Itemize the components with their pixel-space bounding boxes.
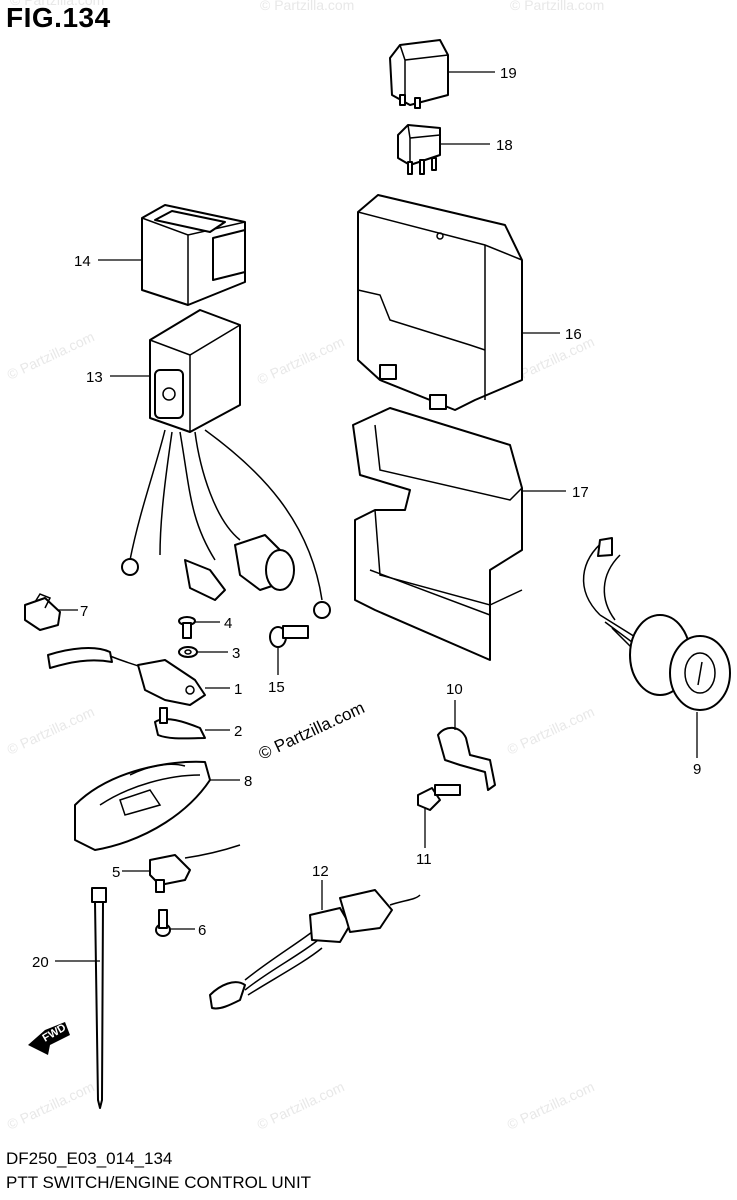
callout-13: 13 [86, 369, 103, 386]
callout-19: 19 [500, 65, 517, 82]
watermark-layer: © Partzilla.com © Partzilla.com © Partzi… [5, 0, 605, 1133]
part-14-cover [141, 204, 246, 306]
part-5-switch [149, 844, 241, 893]
callout-1: 1 [234, 681, 242, 698]
callout-14: 14 [74, 253, 91, 270]
diagram-code: DF250_E03_014_134 [6, 1149, 173, 1168]
callout-18: 18 [496, 137, 513, 154]
watermark: © Partzilla.com [5, 1078, 97, 1132]
part-18-relay [397, 124, 441, 175]
callout-4: 4 [224, 615, 232, 632]
figure-title: FIG.134 [6, 2, 111, 33]
callout-17: 17 [572, 484, 589, 501]
watermark: © Partzilla.com [505, 703, 597, 757]
part-17-ecu-cover [352, 407, 523, 661]
part-6-screw [155, 909, 171, 937]
watermark: © Partzilla.com [5, 703, 97, 757]
watermark: © Partzilla.com [255, 1078, 347, 1132]
part-2-lever [154, 707, 206, 740]
watermark: © Partzilla.com [5, 328, 97, 382]
part-9-key-switch [583, 537, 731, 711]
part-3-washer [178, 646, 198, 658]
callout-15: 15 [268, 679, 285, 696]
callout-16: 16 [565, 326, 582, 343]
callout-5: 5 [112, 864, 120, 881]
callout-11: 11 [416, 851, 432, 868]
part-4-screw [178, 616, 196, 639]
part-1-ptt-switch [47, 647, 206, 706]
part-16-ecu [357, 194, 523, 411]
callouts: 19 18 14 13 16 17 7 4 3 1 2 8 5 6 20 15 … [32, 65, 701, 971]
watermark-center: © Partzilla.com [256, 698, 368, 764]
watermark: © Partzilla.com [505, 1078, 597, 1132]
callout-2: 2 [234, 723, 242, 740]
callout-8: 8 [244, 773, 252, 790]
part-19-relay [389, 39, 449, 109]
part-7-clamp [24, 593, 61, 631]
callout-10: 10 [446, 681, 463, 698]
callout-7: 7 [80, 603, 88, 620]
fwd-arrow-icon: FWD [28, 1022, 70, 1055]
watermark: © Partzilla.com [260, 0, 354, 13]
callout-3: 3 [232, 645, 240, 662]
watermark: © Partzilla.com [10, 0, 104, 8]
watermark: © Partzilla.com [255, 333, 347, 387]
part-11-bolt [417, 784, 461, 811]
part-13-unit-with-harness [121, 309, 331, 619]
callout-9: 9 [693, 761, 701, 778]
callout-6: 6 [198, 922, 206, 939]
callout-20: 20 [32, 954, 49, 971]
part-15-bolt [269, 625, 309, 648]
diagram-caption: PTT SWITCH/ENGINE CONTROL UNIT [6, 1173, 312, 1192]
part-12-switch-harness [209, 889, 421, 1010]
part-8-bracket-panel [74, 760, 211, 851]
watermark: © Partzilla.com [510, 0, 604, 13]
callout-12: 12 [312, 863, 329, 880]
part-20-cable-tie [91, 887, 107, 1109]
part-10-bracket [437, 726, 496, 791]
